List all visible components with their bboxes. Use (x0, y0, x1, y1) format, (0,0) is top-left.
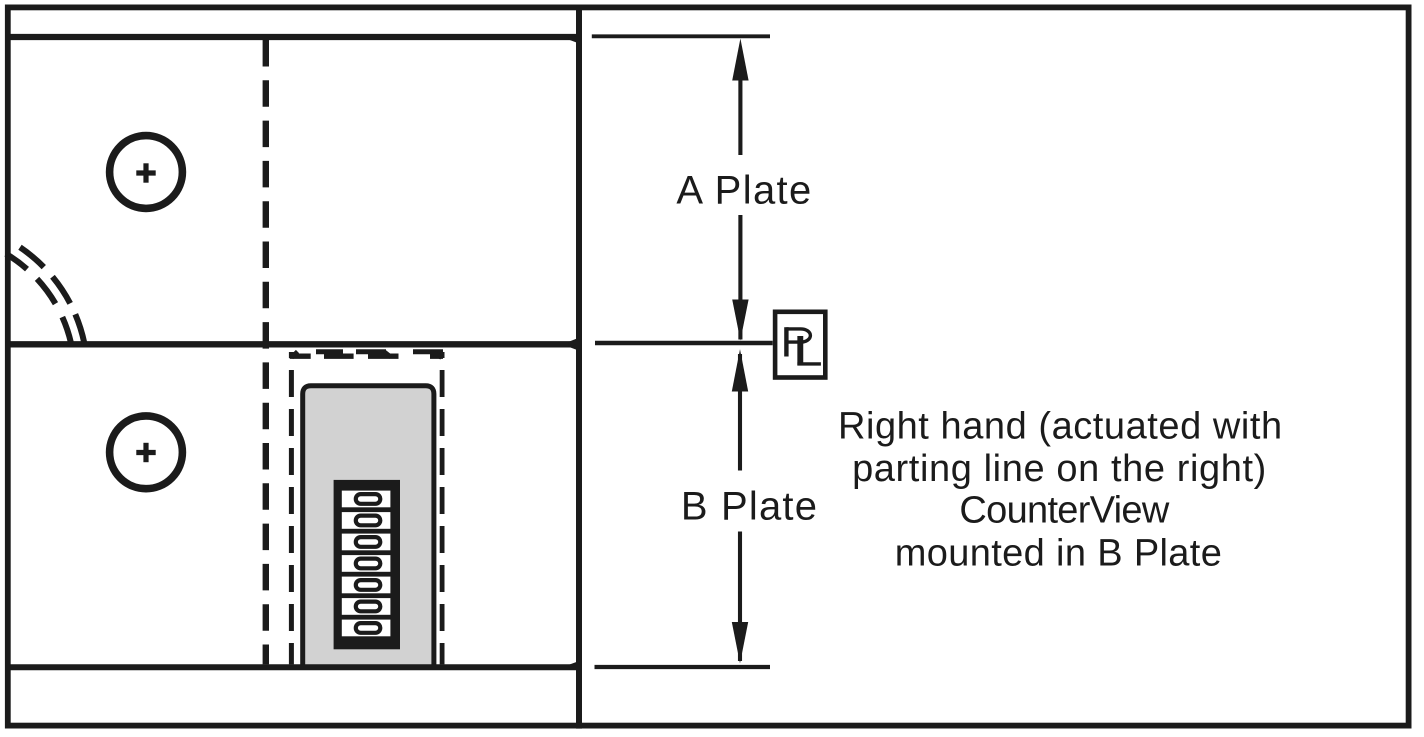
svg-text:parting line on the right): parting line on the right) (852, 448, 1267, 490)
svg-text:B Plate: B Plate (681, 485, 818, 529)
svg-text:A Plate: A Plate (676, 168, 812, 212)
svg-text:Right hand (actuated with: Right hand (actuated with (838, 406, 1283, 448)
svg-text:CounterView: CounterView (959, 490, 1169, 532)
svg-text:mounted in B Plate: mounted in B Plate (895, 533, 1222, 575)
